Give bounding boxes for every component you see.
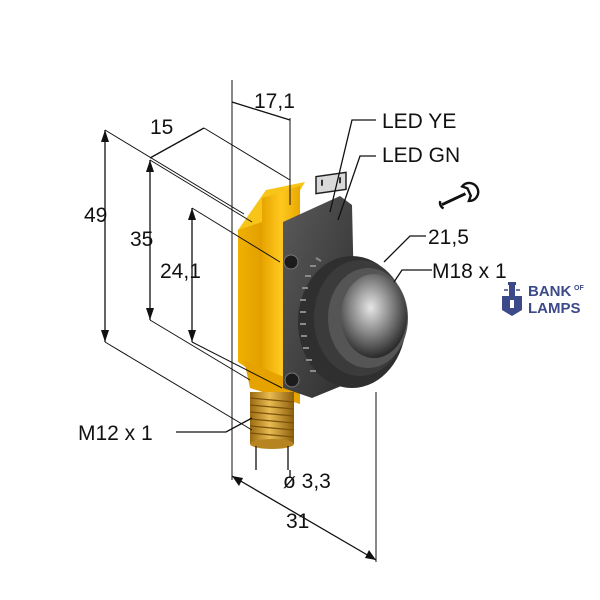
led-window	[315, 171, 347, 195]
logo-line2: LAMPS	[528, 300, 581, 317]
callout-leaders	[176, 119, 432, 478]
callout-thread-bottom: M12 x 1	[78, 422, 153, 445]
callout-thread-front: M18 x 1	[432, 260, 507, 283]
dim-height-total: 49	[84, 204, 107, 227]
dim-width-total: 31	[286, 510, 309, 533]
dimension-arrows	[101, 130, 376, 560]
dimension-lines	[104, 80, 377, 562]
bank-of-lamps-logo: BANK OF LAMPS	[502, 282, 584, 317]
logo-line1-sup: OF	[574, 285, 584, 292]
wrench-icon	[438, 181, 480, 210]
callout-led-gn: LED GN	[382, 144, 460, 167]
dim-width-top: 17,1	[254, 90, 295, 113]
dim-wrench-size: 21,5	[428, 226, 469, 249]
mounting-hole-bottom	[284, 372, 300, 388]
nut-knurling	[300, 257, 322, 372]
lens	[341, 274, 407, 358]
callout-led-ye: LED YE	[382, 110, 456, 133]
dim-height-mid: 35	[130, 228, 153, 251]
logo-line1: BANK	[528, 283, 571, 300]
dim-depth: 15	[150, 116, 173, 139]
dim-diameter: ø 3,3	[283, 470, 331, 493]
mounting-hole-top	[283, 254, 299, 270]
dim-height-low: 24,1	[160, 260, 201, 283]
sensor-body	[238, 171, 408, 449]
lighthouse-icon	[502, 282, 522, 316]
